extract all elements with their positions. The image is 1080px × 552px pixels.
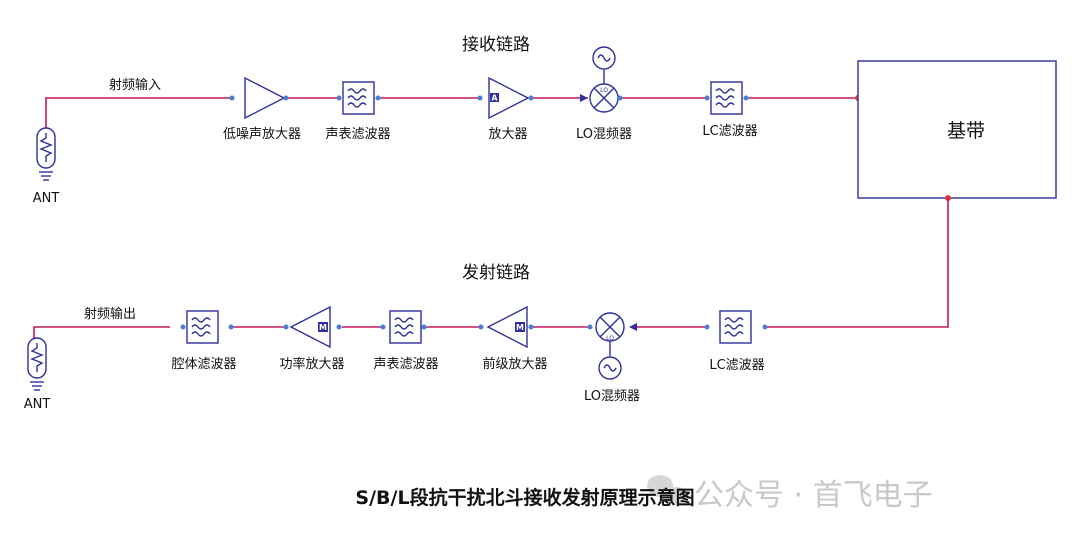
rx-antenna-icon <box>36 127 56 181</box>
pa-tag: M <box>319 323 327 332</box>
tx-antenna-icon <box>27 337 47 391</box>
tx-saw-filter-label: 声表滤波器 <box>373 357 438 372</box>
rx-mixer-label: LO混频器 <box>576 127 632 142</box>
tx-chain-title: 发射链路 <box>462 263 530 283</box>
power-amplifier-icon: M <box>283 305 342 349</box>
tx-antenna-label: ANT <box>24 397 51 412</box>
tx-signal-path <box>33 195 951 340</box>
rx-lc-filter-label: LC滤波器 <box>702 124 757 139</box>
pre-amplifier-label: 前级放大器 <box>482 356 547 372</box>
rx-lo-tag: LO <box>600 87 608 94</box>
tx-lc-filter-label: LC滤波器 <box>709 358 764 373</box>
pre-amplifier-icon: M <box>478 305 534 349</box>
rx-saw-filter-icon <box>336 81 381 115</box>
rx-amplifier-icon: A <box>477 76 534 120</box>
lna-amplifier-icon <box>229 76 289 120</box>
rx-saw-filter-label: 声表滤波器 <box>325 127 390 142</box>
tx-mixer-icon: LO <box>587 312 637 380</box>
tx-mixer-label: LO混频器 <box>584 389 640 404</box>
rf-input-label: 射频输入 <box>109 77 161 93</box>
baseband-block <box>857 60 1057 199</box>
cavity-filter-icon <box>180 310 234 344</box>
rx-signal-path <box>45 95 861 140</box>
tx-lo-tag: LO <box>606 335 614 342</box>
tx-saw-filter-icon <box>380 310 427 344</box>
pre-amp-tag: M <box>516 323 524 332</box>
tx-lc-filter-icon <box>704 310 768 344</box>
rx-mixer-icon: LO <box>580 46 623 113</box>
rx-chain-title: 接收链路 <box>462 35 530 55</box>
baseband-label: 基带 <box>947 120 985 142</box>
rf-output-label: 射频输出 <box>84 306 136 322</box>
rx-lc-filter-icon <box>704 81 749 115</box>
rx-amplifier-label: 放大器 <box>488 127 527 142</box>
wechat-logo <box>647 475 688 505</box>
watermark: 公众号 · 首飞电子 <box>694 478 933 513</box>
lna-label: 低噪声放大器 <box>223 127 301 142</box>
rx-amp-tag: A <box>491 94 498 103</box>
rx-antenna-label: ANT <box>33 191 60 206</box>
diagram-title: S/B/L段抗干扰北斗接收发射原理示意图 <box>355 486 694 509</box>
power-amplifier-label: 功率放大器 <box>279 356 344 372</box>
cavity-filter-label: 腔体滤波器 <box>171 357 236 372</box>
